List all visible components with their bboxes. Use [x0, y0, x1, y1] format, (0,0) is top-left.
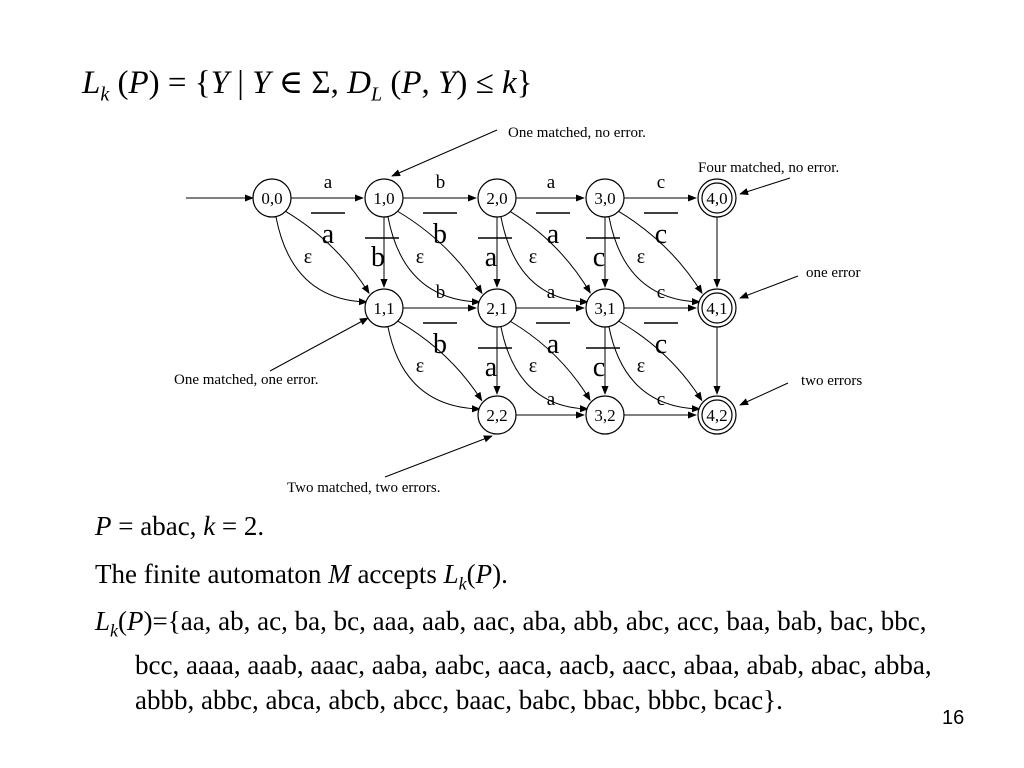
annotation-four-matched-no-error-arrow — [739, 177, 791, 195]
svg-text:3,2: 3,2 — [594, 406, 615, 425]
mismatch-label: c — [655, 219, 667, 250]
annotation-two-matched-two-errors-arrow — [384, 435, 493, 478]
substitution-transition — [397, 210, 483, 295]
match-label: c — [657, 172, 665, 193]
annotation-one-error: one error — [806, 265, 861, 281]
state-1-0: 1,0 — [364, 178, 404, 218]
deletion-label: c — [593, 242, 605, 273]
state-2-2: 2,2 — [477, 395, 517, 435]
deletion-label: a — [485, 242, 498, 273]
epsilon-label: ε — [637, 355, 645, 377]
pattern-definition: P = abac, k = 2. — [95, 511, 265, 541]
language-definition-formula: Lk (P) = {Y | Y ∈ Σ, DL (P, Y) ≤ k} — [82, 65, 533, 106]
state-0-0: 0,0 — [252, 178, 292, 218]
substitution-transition — [285, 210, 370, 295]
deletion-label: c — [593, 352, 605, 383]
epsilon-label: ε — [304, 246, 312, 268]
mismatch-label: b — [433, 329, 447, 360]
match-label: a — [324, 172, 333, 193]
deletion-label: b — [371, 242, 385, 273]
svg-text:1,0: 1,0 — [373, 189, 394, 208]
match-label: c — [657, 389, 665, 410]
match-label: b — [436, 172, 446, 193]
epsilon-transition — [608, 326, 701, 413]
epsilon-transition — [275, 216, 368, 306]
mismatch-label: a — [547, 329, 560, 360]
state-3-1: 3,1 — [585, 288, 625, 328]
epsilon-transition — [387, 216, 481, 306]
epsilon-label: ε — [529, 246, 537, 268]
state-3-2: 3,2 — [585, 395, 625, 435]
automaton-diagram: 0,0 1,0 2,0 3,0 4,0 1,1 2,1 3,1 4,1 2,2 3,2 4,2 a b a… — [174, 125, 862, 496]
annotation-one-matched-no-error: One matched, no error. — [508, 125, 646, 141]
transitions — [186, 194, 721, 419]
mismatch-label: a — [322, 219, 335, 250]
state-4-1: 4,1 — [697, 288, 737, 328]
annotation-two-errors: two errors — [801, 373, 862, 389]
state-2-0: 2,0 — [477, 178, 517, 218]
annotation-one-matched-one-error: One matched, one error. — [174, 372, 319, 388]
annotations: One matched, no error. Four matched, no e… — [174, 125, 862, 496]
svg-text:1,1: 1,1 — [373, 299, 394, 318]
substitution-transition — [618, 320, 703, 402]
mismatch-label: c — [655, 329, 667, 360]
match-label: c — [657, 282, 665, 303]
state-4-2: 4,2 — [697, 395, 737, 435]
svg-text:2,0: 2,0 — [486, 189, 507, 208]
epsilon-label: ε — [637, 246, 645, 268]
match-label: a — [547, 389, 556, 410]
annotation-two-matched-two-errors: Two matched, two errors. — [287, 480, 441, 496]
automaton-statement: The finite automaton M accepts Lk(P). — [95, 559, 508, 594]
match-label: a — [547, 282, 556, 303]
epsilon-label: ε — [416, 246, 424, 268]
language-enumeration: Lk(P)={aa, ab, ac, ba, bc, aaa, aab, aac… — [95, 606, 932, 716]
svg-text:3,0: 3,0 — [594, 189, 615, 208]
match-label: b — [436, 282, 446, 303]
epsilon-transition — [500, 326, 589, 413]
svg-text:3,1: 3,1 — [594, 299, 615, 318]
deletion-label: a — [485, 352, 498, 383]
svg-text:2,1: 2,1 — [486, 299, 507, 318]
svg-text:2,2: 2,2 — [486, 406, 507, 425]
annotation-two-errors-arrow — [739, 382, 789, 406]
substitution-transition — [510, 320, 591, 401]
svg-text:4,2: 4,2 — [706, 406, 727, 425]
mismatch-label: a — [547, 219, 560, 250]
annotation-one-matched-one-error-arrow — [269, 317, 369, 372]
annotation-four-matched-no-error: Four matched, no error. — [698, 160, 839, 176]
epsilon-label: ε — [529, 355, 537, 377]
state-4-0: 4,0 — [697, 178, 737, 218]
svg-text:0,0: 0,0 — [261, 189, 282, 208]
epsilon-transition — [500, 216, 589, 306]
substitution-transition — [397, 320, 483, 402]
page-number: 16 — [942, 707, 965, 729]
mismatch-label: b — [433, 219, 447, 250]
epsilon-label: ε — [416, 355, 424, 377]
match-label: a — [547, 172, 556, 193]
annotation-one-matched-no-error-arrow — [391, 129, 498, 177]
state-1-1: 1,1 — [364, 288, 404, 328]
states: 0,0 1,0 2,0 3,0 4,0 1,1 2,1 3,1 4,1 2,2 3,2 4,2 — [252, 178, 737, 435]
annotation-one-error-arrow — [739, 275, 799, 299]
svg-text:4,0: 4,0 — [706, 189, 727, 208]
state-2-1: 2,1 — [477, 288, 517, 328]
state-3-0: 3,0 — [585, 178, 625, 218]
substitution-transition — [618, 210, 703, 295]
svg-text:4,1: 4,1 — [706, 299, 727, 318]
substitution-transition — [510, 211, 591, 294]
epsilon-transition — [608, 216, 701, 306]
epsilon-transition — [387, 326, 481, 413]
